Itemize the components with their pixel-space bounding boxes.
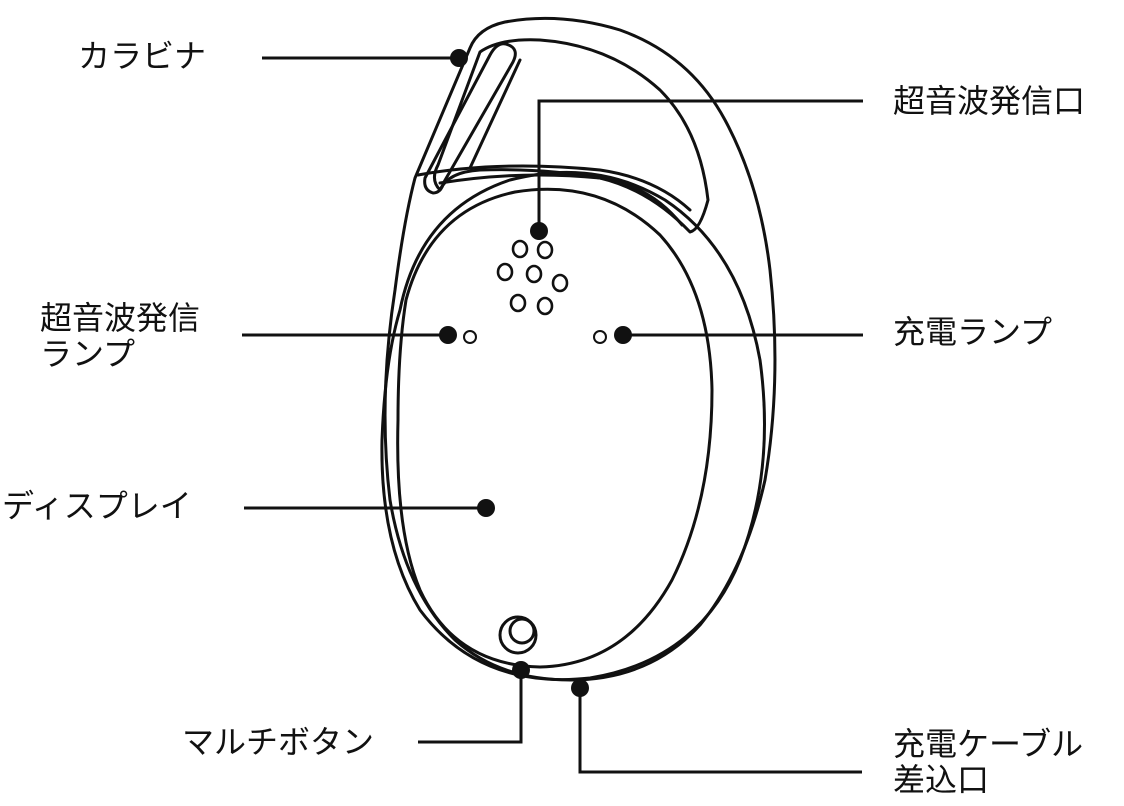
carabiner-label: カラビナ	[78, 37, 207, 75]
multi-button-leader	[418, 670, 523, 744]
charge-port-label-line2: 差込口	[893, 761, 990, 799]
carabiner-inner	[433, 38, 710, 234]
multi-button-dot	[512, 661, 530, 679]
ultrasonic-lamp-icon	[463, 330, 477, 344]
charge-lamp-icon	[593, 330, 607, 344]
charge-port-label: 充電ケーブル 差込口	[893, 726, 1083, 798]
display-face	[396, 187, 714, 669]
ultrasonic-lamp-dot	[439, 326, 457, 344]
carabiner-hook	[383, 16, 777, 682]
charge-port-label-line1: 充電ケーブル	[893, 725, 1084, 763]
ultrasonic-port-dot	[530, 222, 548, 240]
carabiner-gate	[423, 42, 517, 195]
ultrasonic-lamp-label: 超音波発信 ランプ	[40, 300, 200, 372]
ultrasonic-port-label: 超音波発信口	[893, 82, 1086, 120]
ultrasonic-lamp-label-line1: 超音波発信	[40, 299, 201, 337]
carabiner-dot	[450, 49, 468, 67]
multi-button-label: マルチボタン	[182, 723, 375, 761]
ultrasonic-port-leader	[537, 99, 863, 230]
charge-port-leader	[578, 688, 862, 774]
display-dot	[477, 499, 495, 517]
charge-lamp-dot	[614, 326, 632, 344]
display-label: ディスプレイ	[2, 487, 192, 525]
speaker-holes	[496, 239, 569, 316]
carabiner-band	[416, 164, 692, 212]
multi-button-icon	[498, 615, 538, 655]
body-shell	[380, 171, 766, 682]
charge-port-dot	[571, 679, 589, 697]
ultrasonic-lamp-label-line2: ランプ	[40, 335, 136, 373]
charge-lamp-label: 充電ランプ	[893, 313, 1053, 351]
